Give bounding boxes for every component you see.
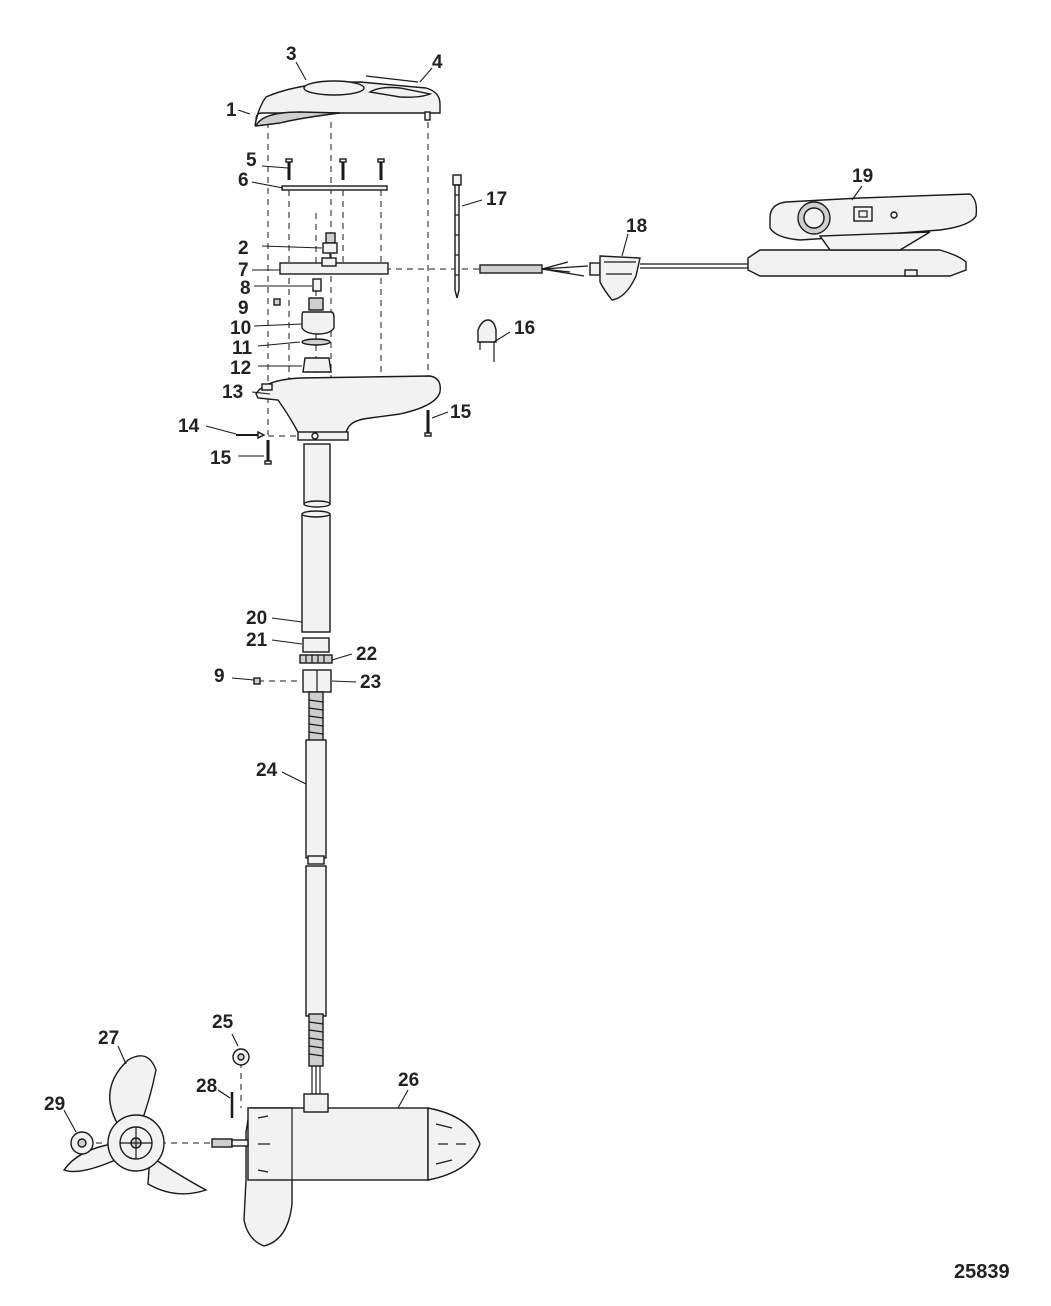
bushing — [312, 278, 322, 292]
cap — [232, 1048, 250, 1066]
callout-12: 12 — [230, 358, 251, 379]
callout-6: 6 — [238, 170, 249, 191]
clamp-collar — [302, 669, 332, 693]
leader-lines — [63, 61, 863, 1133]
motor-housing — [211, 1093, 481, 1247]
screw-set — [285, 158, 385, 180]
set-screw — [273, 298, 281, 306]
prop-nut — [70, 1131, 94, 1155]
cable-tie — [452, 174, 462, 299]
callout-labels: 1 2 3 4 5 6 7 8 9 10 11 12 13 14 15 15 1… — [44, 44, 873, 1115]
washer-ring — [301, 338, 331, 346]
upper-tube — [301, 443, 331, 633]
screw-lower — [264, 410, 432, 465]
callout-24: 24 — [256, 760, 278, 781]
bearing-cup — [302, 357, 332, 373]
indicator-light — [477, 319, 497, 362]
callout-11: 11 — [232, 338, 253, 359]
propeller — [62, 1055, 208, 1195]
callout-13: 13 — [222, 382, 243, 403]
callout-19: 19 — [852, 166, 873, 187]
callout-14: 14 — [178, 416, 200, 437]
callout-25: 25 — [212, 1012, 234, 1033]
callout-15-right: 15 — [450, 402, 472, 423]
set-screw-lower — [253, 677, 261, 685]
collar — [302, 637, 330, 653]
callout-10: 10 — [230, 318, 251, 339]
callout-15-left: 15 — [210, 448, 232, 469]
callout-1: 1 — [226, 100, 237, 121]
callout-21: 21 — [246, 630, 268, 651]
callout-3: 3 — [286, 44, 297, 65]
lower-housing — [255, 375, 441, 441]
callout-26: 26 — [398, 1070, 419, 1091]
callout-2: 2 — [238, 238, 249, 259]
callout-20: 20 — [246, 608, 267, 629]
callout-16: 16 — [514, 318, 535, 339]
callout-9-lower: 9 — [214, 666, 225, 687]
o-ring-set — [299, 654, 333, 664]
callout-28: 28 — [196, 1076, 217, 1097]
callout-9-top: 9 — [238, 298, 249, 319]
callout-27: 27 — [98, 1028, 119, 1049]
callout-17: 17 — [486, 189, 507, 210]
callout-5: 5 — [246, 150, 257, 171]
callout-22: 22 — [356, 644, 377, 665]
top-cover — [254, 75, 441, 127]
callout-23: 23 — [360, 672, 381, 693]
composite-shaft — [305, 691, 327, 1094]
alignment-lines — [85, 122, 480, 1144]
foot-pedal — [640, 193, 978, 277]
callout-7: 7 — [238, 260, 249, 281]
gasket-plate — [281, 185, 388, 191]
steering-collar — [301, 297, 335, 335]
callout-18: 18 — [626, 216, 647, 237]
callout-4: 4 — [432, 52, 443, 73]
callout-29: 29 — [44, 1094, 65, 1115]
pin — [236, 430, 266, 440]
cable-grommet — [479, 255, 641, 301]
figure-id: 25839 — [954, 1261, 1010, 1283]
lever-cover — [303, 80, 365, 96]
callout-8: 8 — [240, 278, 251, 299]
mounting-bracket — [279, 257, 389, 275]
